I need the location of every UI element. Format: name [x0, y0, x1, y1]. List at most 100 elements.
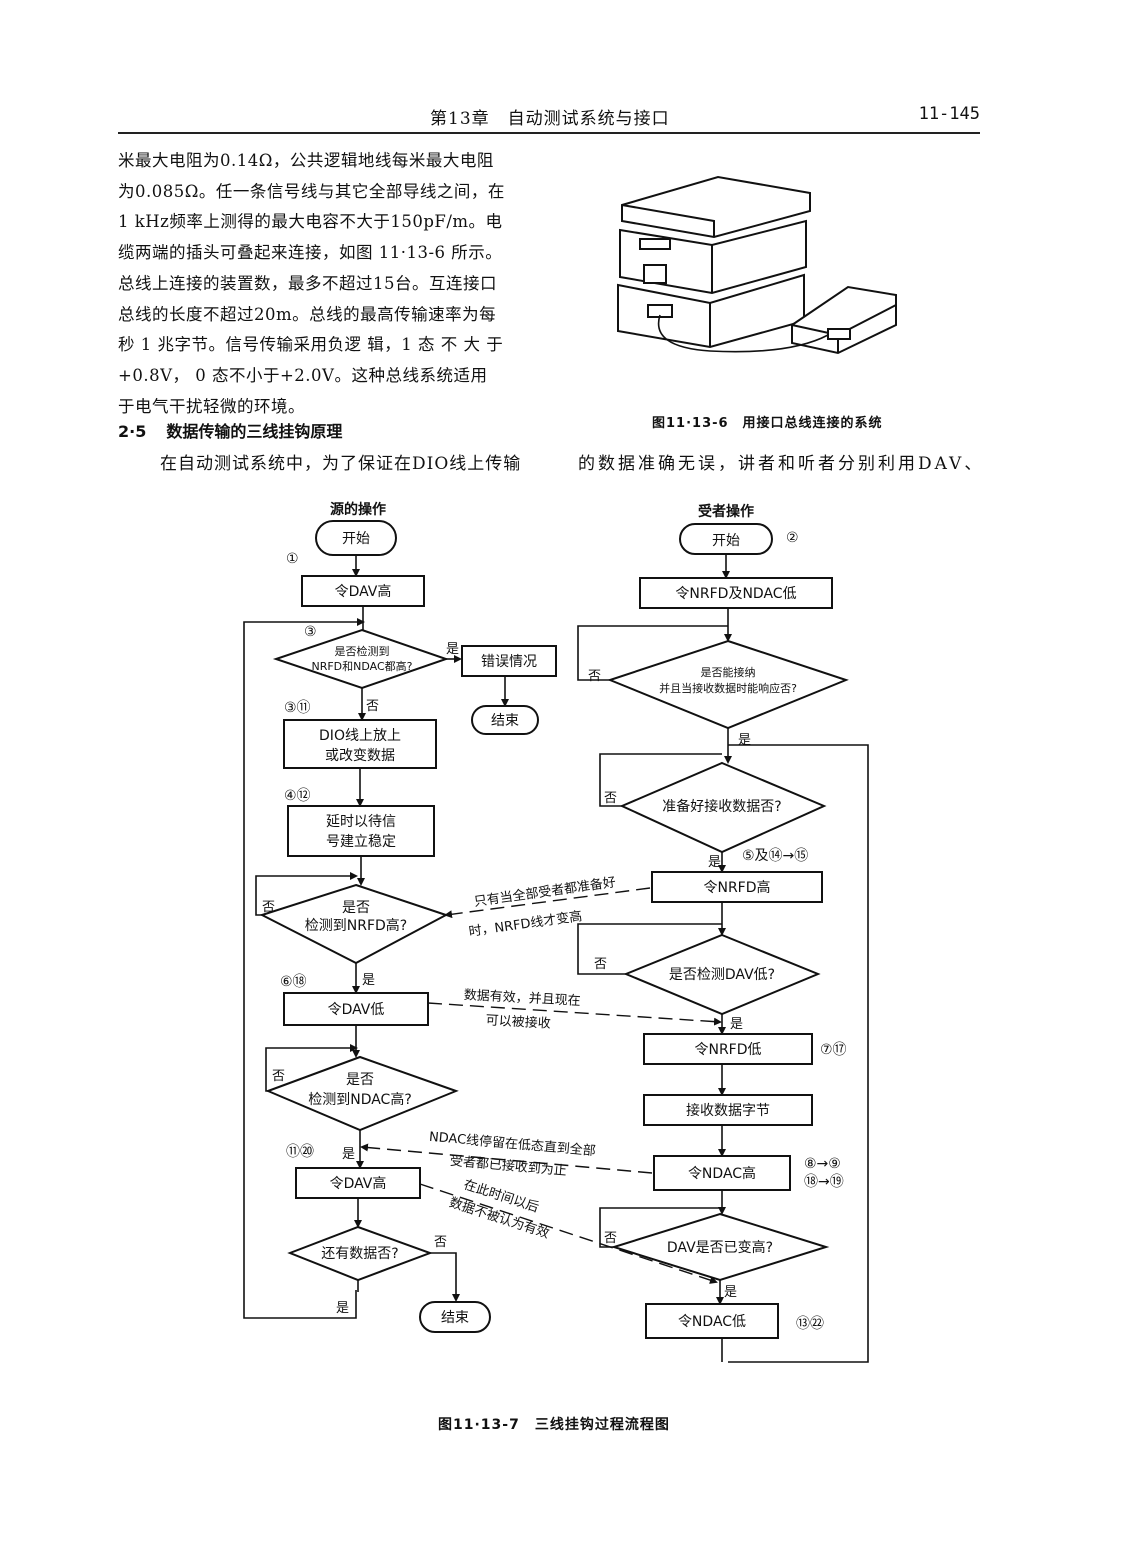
- handshake-flowchart: .box { fill:#fff; stroke:#111; stroke-wi…: [243, 501, 869, 1363]
- set-nrfd-ndac-low-label: 令NRFD及NDAC低: [675, 586, 796, 602]
- no-label: 否: [366, 699, 379, 714]
- connector-2: [643, 264, 667, 284]
- yes-label: 是: [446, 642, 459, 657]
- receive-data-label: 接收数据字节: [686, 1102, 770, 1119]
- text-line: 1 kHz频率上测得的最大电容不大于150pF/m。电: [118, 212, 503, 232]
- yes-label: 是: [336, 1301, 349, 1316]
- text-line: 于电气干扰轻微的环境。: [118, 396, 305, 416]
- error-label: 错误情况: [481, 654, 537, 670]
- decision-1-line-1: 是否检测到: [335, 644, 390, 658]
- instrument-top: [621, 175, 811, 239]
- decision-3-line-2: 检测到NDAC高?: [308, 1091, 412, 1108]
- note-data-valid-line-2: 可以被接收: [485, 1012, 551, 1031]
- text-line: 总线的长度不超过20m。总线的最高传输速率为每: [118, 304, 497, 324]
- dav-high-label: DAV是否已变高?: [667, 1239, 773, 1256]
- yes-label: 是: [724, 1285, 737, 1300]
- connector-4: [827, 328, 851, 340]
- page-number: 11-145: [918, 104, 980, 124]
- no-label: 否: [262, 900, 275, 915]
- yes-label: 是: [362, 973, 375, 988]
- set-nrfd-high: [651, 871, 823, 903]
- text-line: 米最大电阻为0.14Ω，公共逻辑地线每米最大电阻: [118, 151, 494, 170]
- put-data-on-dio: [283, 719, 437, 769]
- marker-5: ⑤及⑭→⑮: [742, 848, 808, 864]
- yes-label: 是: [730, 1017, 743, 1032]
- set-dav-low-label: 令DAV低: [328, 1002, 385, 1018]
- section-number: 2·5: [118, 422, 147, 441]
- yes-label: 是: [342, 1147, 355, 1162]
- no-label: 否: [434, 1235, 447, 1250]
- set-ndac-high-label: 令NDAC高: [688, 1165, 756, 1182]
- delay-line-1: 延时以待信: [326, 814, 396, 830]
- no-label: 否: [594, 957, 607, 972]
- put-data-line-1: DIO线上放上: [319, 728, 401, 744]
- more-data-label: 还有数据否?: [321, 1246, 398, 1262]
- marker-13-22: ⑬㉒: [796, 1316, 824, 1332]
- instrument-side: [791, 285, 897, 355]
- acceptor-ops-title: 受者操作: [698, 503, 754, 520]
- bus-cable: [657, 314, 829, 353]
- set-nrfd-low-label: 令NRFD低: [694, 1042, 761, 1058]
- section-heading: 2·5 数据传输的三线挂钩原理: [118, 418, 342, 442]
- decision-2-line-1: 是否: [342, 900, 370, 916]
- chapter-title: 第13章 自动测试系统与接口: [430, 109, 670, 129]
- marker-11-20: ⑪⑳: [286, 1144, 314, 1160]
- note-nrfd-line-1: 只有当全部受者都准备好: [473, 874, 617, 910]
- section-title: 数据传输的三线挂钩原理: [166, 422, 343, 441]
- source-set-dav-high-label: 令DAV高: [335, 583, 392, 600]
- dav-low-label: 是否检测DAV低?: [669, 967, 775, 983]
- acceptor-start-label: 开始: [712, 533, 740, 549]
- text-line: 缆两端的插头可叠起来连接，如图 11·13-6 所示。: [118, 243, 503, 263]
- error-box: [461, 645, 557, 677]
- source-start-label: 开始: [342, 531, 370, 547]
- text-line: 总线上连接的装置数，最多不超过15台。互连接口: [118, 273, 497, 293]
- set-ndac-low: [645, 1303, 779, 1339]
- receive-data-byte: [643, 1094, 813, 1126]
- marker-1: ①: [286, 551, 299, 567]
- marker-18-19: ⑱→⑲: [804, 1174, 844, 1190]
- yes-label: 是: [708, 855, 721, 870]
- note-nrfd-line-2: 时，NRFD线才变高: [468, 908, 583, 940]
- continued-text-right: 的数据准确无误，讲者和听者分别利用DAV、: [578, 454, 985, 474]
- end-terminal-1: [471, 705, 539, 735]
- set-nrfd-ndac-low: [639, 577, 833, 609]
- end-terminal-2: [419, 1301, 491, 1333]
- put-data-line-2: 或改变数据: [325, 748, 395, 764]
- figure-6-caption: 图11·13-6 用接口总线连接的系统: [652, 416, 883, 431]
- no-label: 否: [604, 791, 617, 806]
- source-ops-title: 源的操作: [330, 501, 386, 518]
- set-nrfd-low: [643, 1033, 813, 1065]
- source-set-dav-high: [301, 575, 425, 607]
- figure-7-caption: 图11·13-7 三线挂钩过程流程图: [438, 1417, 670, 1433]
- set-dav-high-label: 令DAV高: [330, 1175, 387, 1192]
- decision-1-line-2: NRFD和NDAC都高?: [311, 659, 412, 673]
- text-line: 为0.085Ω。任一条信号线与其它全部导线之间，在: [118, 181, 505, 201]
- end-label-1: 结束: [491, 713, 519, 729]
- delay-line-2: 号建立稳定: [326, 834, 396, 850]
- text-line: +0.8V， 0 态不小于+2.0V。这种总线系统适用: [118, 365, 488, 385]
- no-label: 否: [604, 1231, 617, 1246]
- marker-3-11: ③⑪: [284, 700, 311, 716]
- decision-3-line-1: 是否: [346, 1072, 374, 1088]
- figure-stacked-instruments: [617, 175, 897, 355]
- note-data-valid-line-1: 数据有效，并且现在: [463, 988, 581, 1009]
- decision-nrfd-ndac-high: [272, 628, 450, 690]
- ready-receive-label: 准备好接收数据否?: [662, 798, 781, 815]
- text-line: 秒 1 兆字节。信号传输采用负逻 辑，1 态 不 大 于: [118, 335, 504, 355]
- body-paragraph: 米最大电阻为0.14Ω，公共逻辑地线每米最大电阻 为0.085Ω。任一条信号线与…: [118, 146, 548, 422]
- no-label: 否: [272, 1069, 285, 1084]
- continued-text-left: 在自动测试系统中，为了保证在DIO线上传输: [160, 454, 522, 474]
- marker-3: ③: [304, 624, 317, 640]
- decision-r1-line-1: 是否能接纳: [701, 665, 756, 679]
- marker-4-12: ④⑫: [284, 788, 311, 804]
- decision-r1-line-2: 并且当接收数据时能响应否?: [659, 681, 797, 695]
- page-header: 第13章 自动测试系统与接口 11-145: [118, 104, 980, 134]
- decision-2-line-2: 检测到NRFD高?: [305, 917, 407, 934]
- marker-2: ②: [786, 530, 799, 546]
- marker-8-9: ⑧→⑨: [804, 1156, 841, 1172]
- marker-6-18: ⑥⑱: [280, 974, 307, 990]
- note-ndac-low-line-2: 受者都已接收到为止: [449, 1153, 567, 1179]
- set-ndac-low-label: 令NDAC低: [678, 1314, 746, 1330]
- no-label: 否: [588, 669, 601, 684]
- source-set-dav-high-again: [295, 1167, 421, 1199]
